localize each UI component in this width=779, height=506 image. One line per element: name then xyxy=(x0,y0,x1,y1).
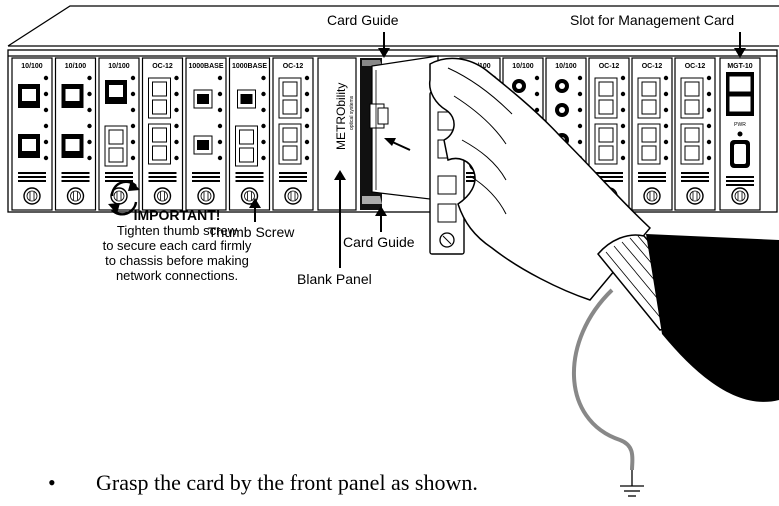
thumb-screw-label: Thumb Screw xyxy=(208,224,295,240)
hand-glove xyxy=(428,57,779,471)
card-right-4: OC-12 xyxy=(631,57,673,211)
ground-symbol xyxy=(620,470,644,497)
card-label: OC-12 xyxy=(599,63,620,70)
card-label: 10/100 xyxy=(108,63,130,70)
brand-subtext: optical systems xyxy=(349,95,355,130)
inserted-card: OC xyxy=(369,55,465,255)
card-label: OC-12 xyxy=(642,63,663,70)
card-left-6: OC-12 xyxy=(272,57,314,211)
callout-arrows xyxy=(249,32,746,268)
management-card-label: MGT-10 xyxy=(727,63,752,70)
card-label: OC-12 xyxy=(283,63,304,70)
card-label: 10/100 xyxy=(21,63,43,70)
blank-panel-label: Blank Panel xyxy=(297,271,372,287)
card-left-0: 10/100 xyxy=(11,57,53,211)
card-left-1: 10/100 xyxy=(54,57,97,211)
important-line-2: to secure each card firmly xyxy=(102,238,252,253)
card-left-3: OC-12 xyxy=(141,57,184,211)
pwr-label: PWR xyxy=(734,122,746,128)
card-right-5: OC-12 xyxy=(674,57,716,211)
chassis xyxy=(7,5,779,213)
card-guide-top-label: Card Guide xyxy=(327,12,399,28)
card-label: 1000BASE xyxy=(188,63,223,70)
card-label: OC-12 xyxy=(685,63,706,70)
instruction-item: • Grasp the card by the front panel as sh… xyxy=(48,470,478,496)
important-note: IMPORTANT! Tighten thumb screw to secure… xyxy=(68,207,286,284)
card-label: 1000BASE xyxy=(232,63,267,70)
rotation-arrow xyxy=(108,180,140,216)
card-label: 10/100 xyxy=(512,63,534,70)
card-left-4: 1000BASE xyxy=(185,57,227,211)
card-left-5: 1000BASE xyxy=(228,57,271,211)
blank-panel: METRObility optical systems xyxy=(317,57,357,211)
important-title: IMPORTANT! xyxy=(133,207,221,223)
brand-text: METRObility xyxy=(334,83,348,150)
card-label: 10/100 xyxy=(65,63,87,70)
card-guide-bottom-label: Card Guide xyxy=(343,234,415,250)
important-line-4: network connections. xyxy=(115,268,239,283)
management-slot-label: Slot for Management Card xyxy=(570,12,735,28)
important-line-1: Tighten thumb screw xyxy=(116,223,238,238)
card-label: 10/100 xyxy=(555,63,577,70)
bullet-marker: • xyxy=(48,470,56,495)
card-label: OC-12 xyxy=(152,63,173,70)
instruction-text: Grasp the card by the front panel as sho… xyxy=(96,470,478,495)
important-line-3: to chassis before making xyxy=(105,253,249,268)
